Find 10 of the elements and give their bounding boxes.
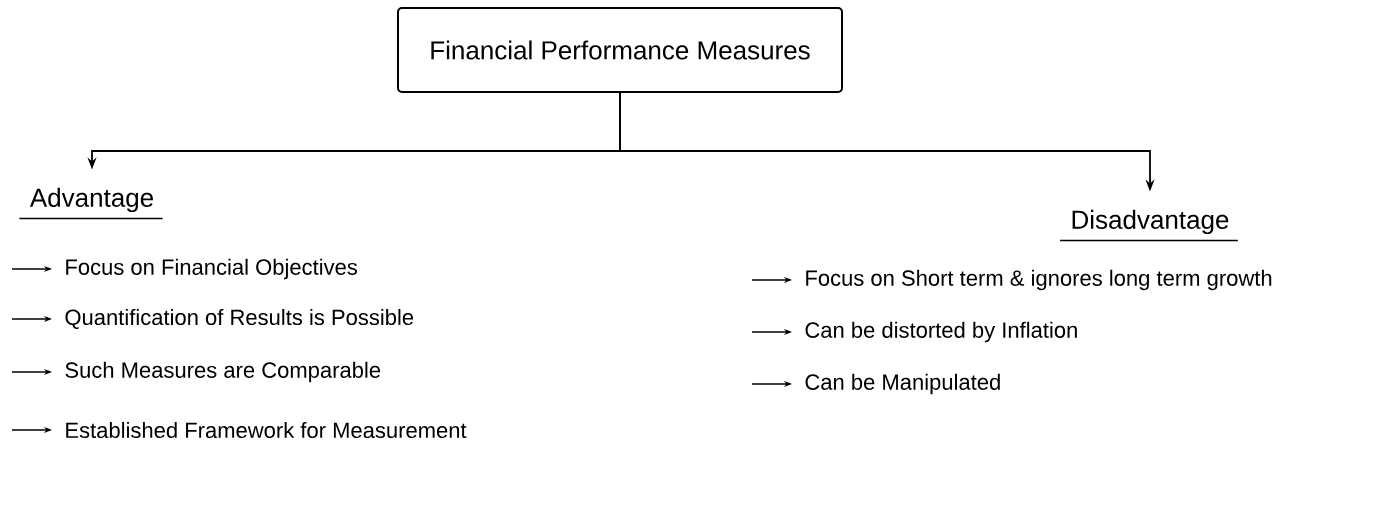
list-item: Can be Manipulated — [805, 373, 1000, 395]
heading: Advantage — [18, 187, 164, 220]
list-item: Focus on Financial Objectives — [66, 258, 357, 280]
list-item: Such Measures are Comparable — [65, 361, 381, 383]
list-item: Quantification of Results is Possible — [65, 308, 414, 330]
list-item: Established Framework for Measurement — [66, 421, 467, 439]
list-item: Focus on Short term & ignores long term growth — [806, 269, 1272, 291]
heading: Disadvantage — [1059, 209, 1239, 242]
list-item: Can be distorted by Inflation — [805, 321, 1077, 343]
title-box: Financial Performance Measures — [397, 7, 843, 93]
